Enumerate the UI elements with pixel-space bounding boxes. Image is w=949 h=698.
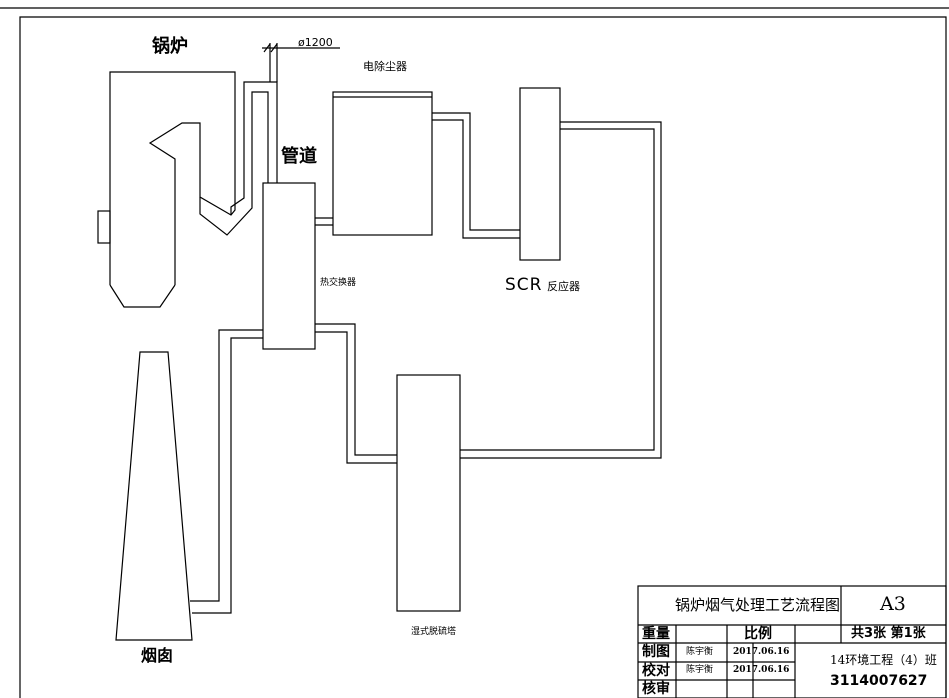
drawn-by: 陈宇衡 <box>686 647 714 657</box>
esp-box <box>332 91 433 236</box>
drawing-title: 锅炉烟气处理工艺流程图 <box>675 596 841 614</box>
scale-label: 比例 <box>744 626 772 642</box>
scr-label: SCR <box>505 275 543 295</box>
diameter-label: ø1200 <box>298 36 333 49</box>
weight-label: 重量 <box>642 626 670 642</box>
chimney-shape <box>115 351 193 641</box>
desulfurizer-label: 湿式脱硫塔 <box>411 627 457 637</box>
heat-exchanger-box <box>262 182 316 350</box>
title-block-grid <box>637 585 947 698</box>
esp-to-scr-duct <box>432 112 520 239</box>
esp-label: 电除尘器 <box>363 60 407 73</box>
pipe-label: 管道 <box>281 146 317 167</box>
student-id: 3114007627 <box>830 673 928 689</box>
drawing-frame <box>19 16 947 698</box>
class-name: 14环境工程（4）班 <box>830 653 937 667</box>
checked-date: 2017.06.16 <box>733 665 790 675</box>
chimney-label: 烟囱 <box>141 646 174 665</box>
reviewed-label: 核审 <box>642 681 670 697</box>
desulfurizer-tower <box>396 374 461 612</box>
hx-to-desulfurizer-duct <box>315 323 397 464</box>
sheet-size: A3 <box>880 593 906 615</box>
drawn-label: 制图 <box>642 644 670 660</box>
boiler-shape <box>97 71 236 308</box>
scr-to-desulfurizer-duct <box>460 121 662 459</box>
hx-to-chimney-duct <box>190 329 263 614</box>
hx-to-esp-duct <box>315 217 333 226</box>
heat-exchanger-label: 热交换器 <box>320 278 357 288</box>
scr-suffix-label: 反应器 <box>547 280 580 293</box>
boiler-label: 锅炉 <box>152 36 188 57</box>
checked-label: 校对 <box>642 663 670 679</box>
sheet-count: 共3张 第1张 <box>851 626 926 641</box>
scr-reactor-box <box>519 87 561 261</box>
drawn-date: 2017.06.16 <box>733 647 790 657</box>
diameter-dimension <box>262 43 340 82</box>
checked-by: 陈宇衡 <box>686 665 714 675</box>
boiler-outlet-duct <box>199 81 278 236</box>
